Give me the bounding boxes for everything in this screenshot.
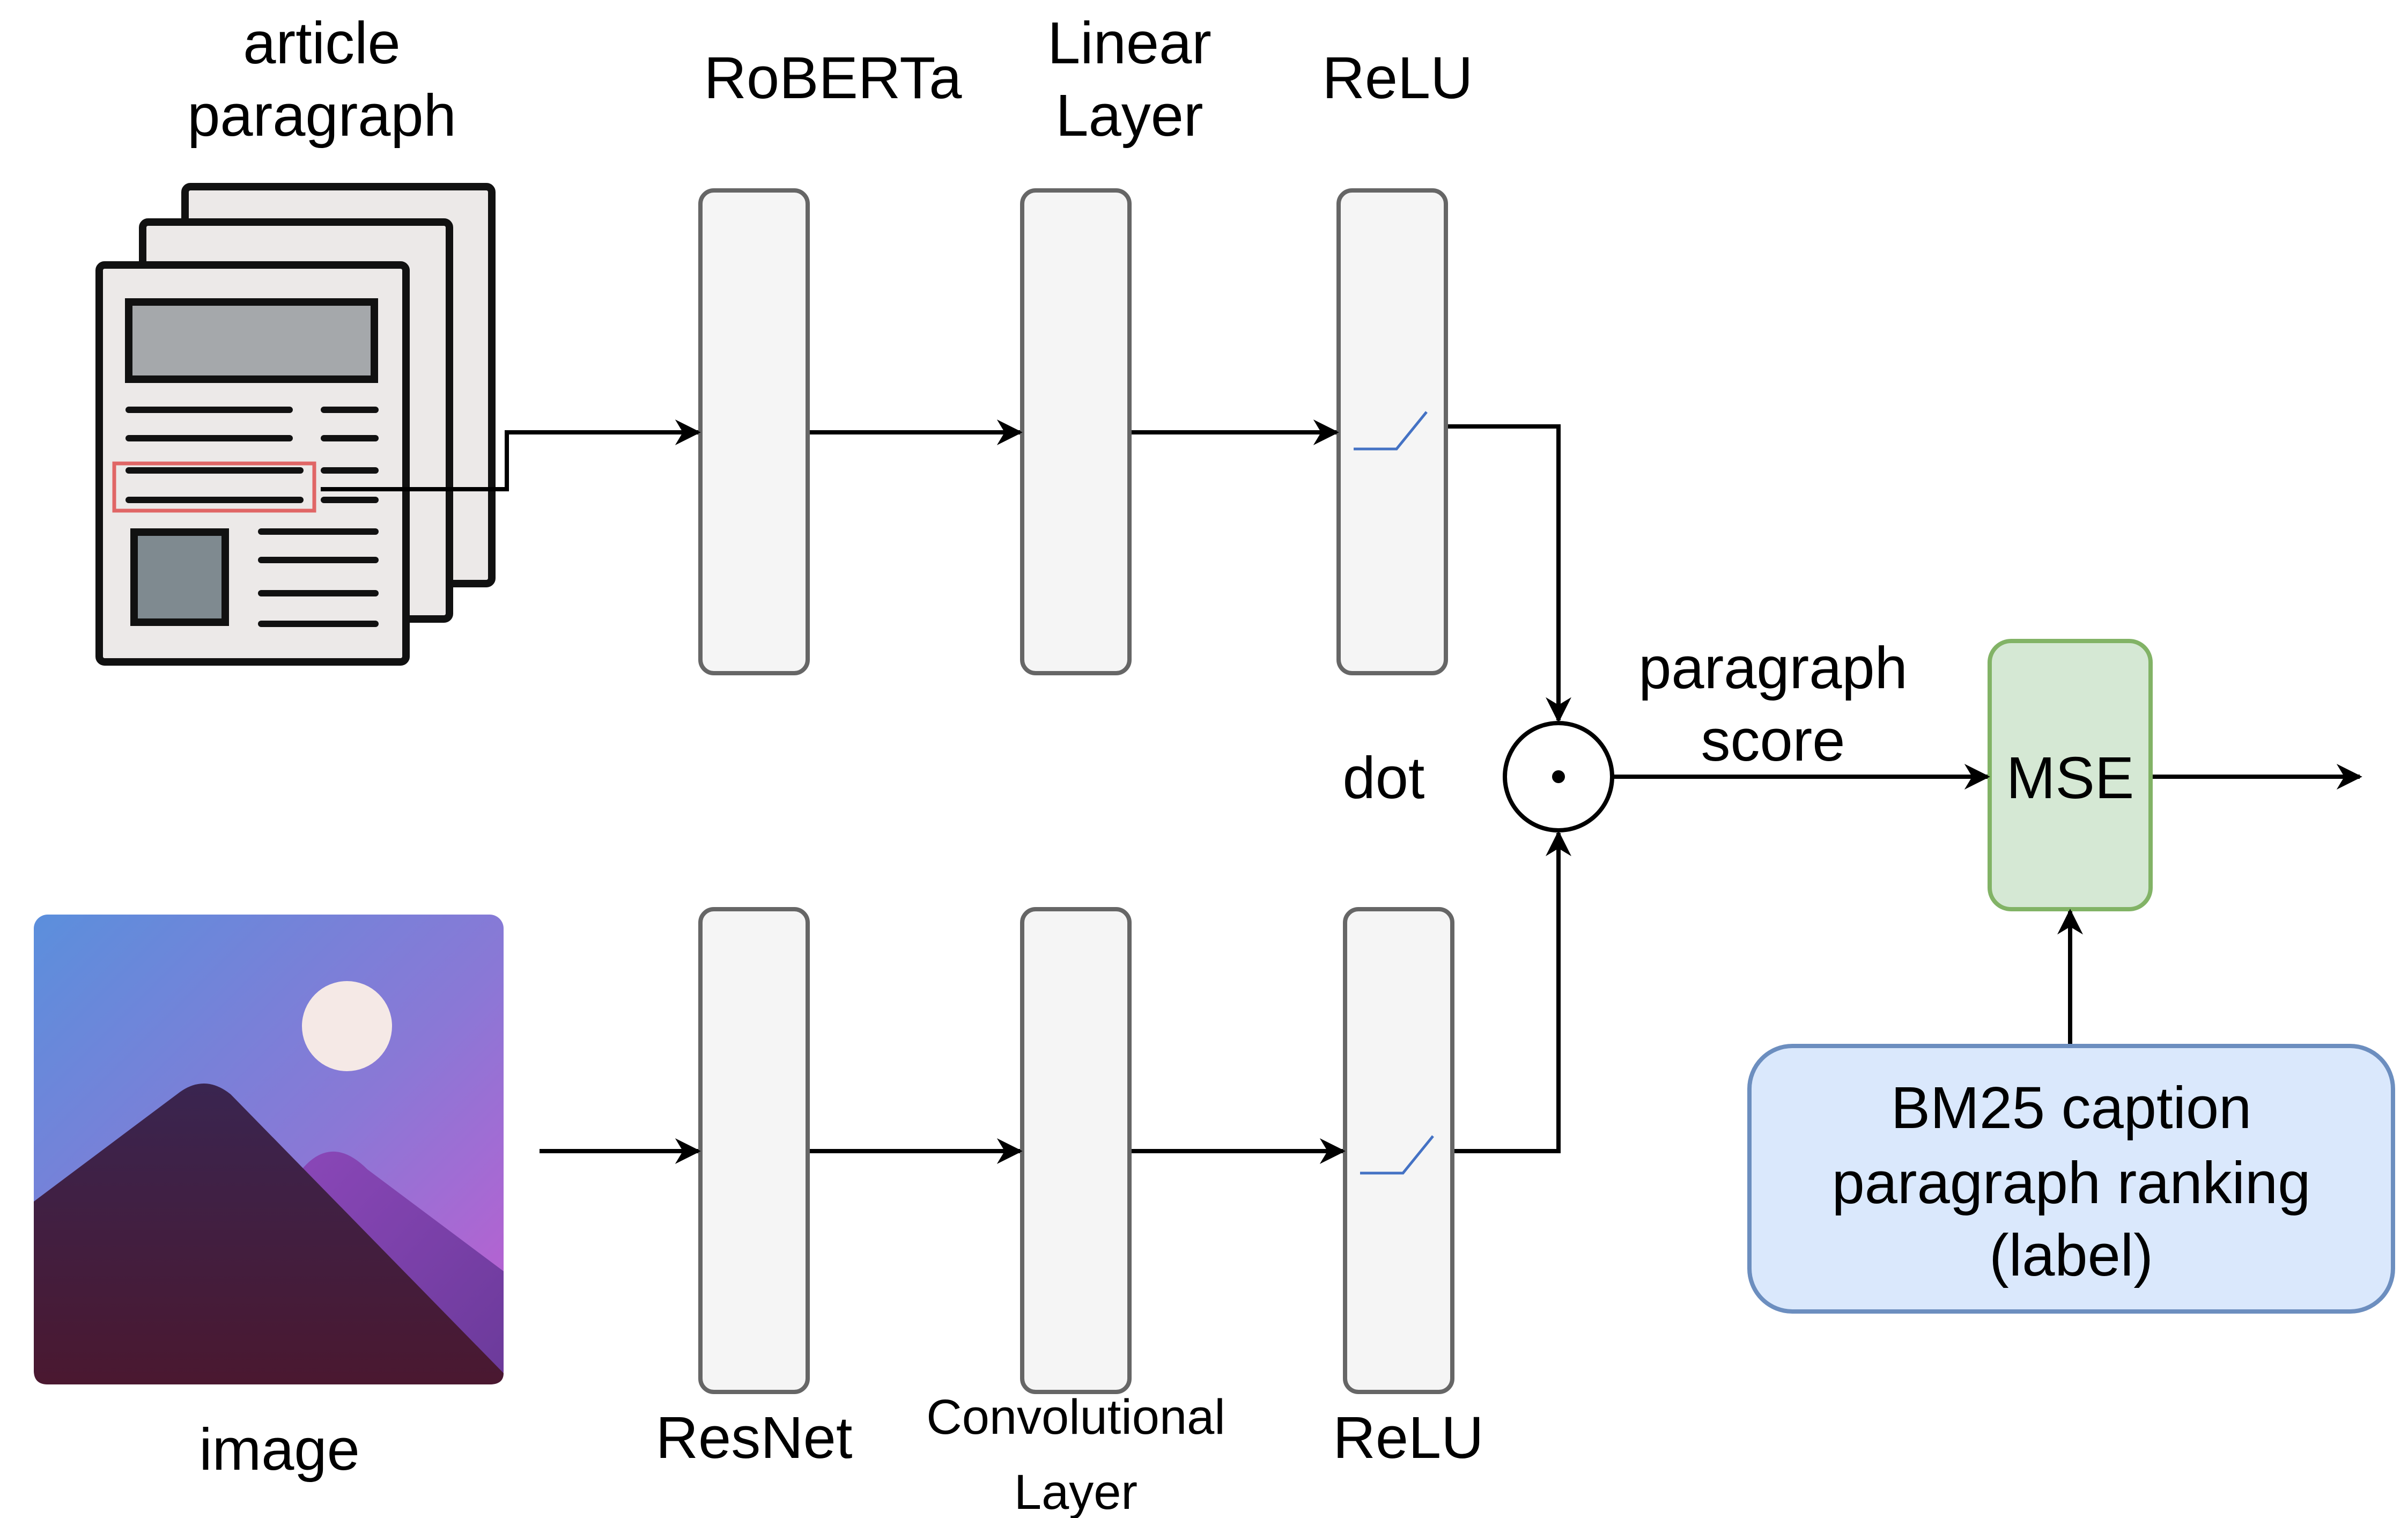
linear-label-line2: Layer	[1055, 83, 1203, 149]
dot-product-operator	[1503, 721, 1614, 832]
image-label: image	[199, 1417, 360, 1483]
bm25-label-line3: (label)	[1989, 1222, 2153, 1288]
relu-bottom-block	[1343, 907, 1454, 1394]
linear-label-line1: Linear	[1047, 10, 1212, 76]
relu-top-block	[1336, 188, 1448, 675]
mse-label: MSE	[2006, 745, 2134, 811]
mountain-landscape-icon	[34, 915, 504, 1384]
relu-bottom-label: ReLU	[1333, 1405, 1483, 1471]
linear-layer-block	[1020, 188, 1132, 675]
convolutional-layer-block	[1020, 907, 1132, 1394]
bm25-label-box	[1747, 1044, 2395, 1314]
roberta-label: RoBERTa	[704, 45, 963, 111]
score-label-line2: score	[1701, 708, 1845, 773]
roberta-block	[698, 188, 810, 675]
article-label-line1: article	[243, 10, 400, 76]
relu-top-to-dot-arrow	[1448, 424, 1571, 723]
resnet-label: ResNet	[656, 1405, 853, 1471]
score-label-line1: paragraph	[1638, 635, 1908, 701]
relu-top-curve-icon	[1354, 411, 1428, 451]
newspaper-stack-icon	[95, 183, 496, 666]
article-to-roberta-arrow	[321, 419, 701, 491]
relu-bottom-to-dot-arrow	[1454, 830, 1571, 1153]
bm25-label-line1: BM25 caption	[1891, 1075, 2252, 1141]
relu-bottom-curve-icon	[1360, 1135, 1434, 1175]
article-label-line2: paragraph	[187, 83, 456, 149]
conv-label-line2: Layer	[1014, 1465, 1137, 1518]
resnet-block	[698, 907, 810, 1394]
bm25-label-line2: paragraph ranking	[1832, 1150, 2311, 1216]
relu-top-label: ReLU	[1322, 45, 1473, 111]
dot-label: dot	[1343, 745, 1425, 811]
paragraph-highlight	[112, 461, 316, 513]
conv-label-line1: Convolutional	[926, 1390, 1225, 1445]
